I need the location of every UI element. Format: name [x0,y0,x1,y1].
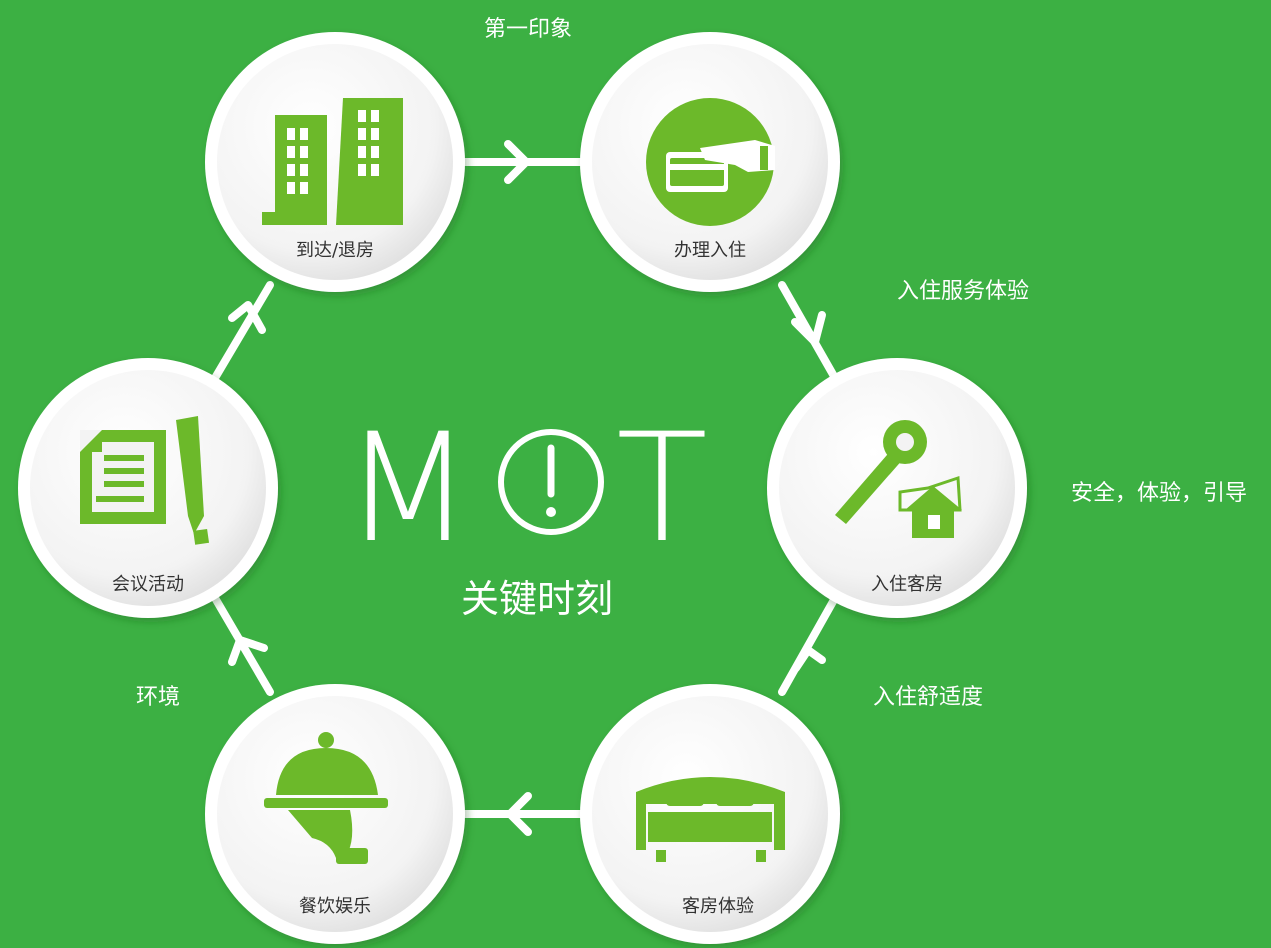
card-hand-icon [646,98,775,226]
node-arrival[interactable]: 到达/退房 [205,32,465,292]
arrow-head-arrival-checkin [504,140,530,184]
document-pen-icon [80,416,210,545]
key-house-icon [835,420,962,538]
connectors [211,140,839,836]
node-label-arrival: 到达/退房 [296,240,374,261]
center-title-t: T [616,402,708,576]
connector-room-experience [778,594,839,696]
edge-label-checkin-service: 入住服务体验 [897,279,1029,304]
arrow-head-meeting-arrival [228,301,266,334]
edge-label-safety: 安全，体验，引导 [1071,481,1247,506]
edge-label-first-impression: 第一印象 [484,17,572,42]
node-label-meeting: 会议活动 [112,574,184,595]
center-title: M T 关键时刻 [343,402,708,621]
center-title-m: M [343,402,472,576]
node-room-experience[interactable]: 客房体验 [580,684,840,944]
arrow-head-room-experience [792,646,826,672]
node-meeting[interactable]: 会议活动 [18,358,278,618]
node-label-room-entry: 入住客房 [871,574,943,595]
node-label-dining: 餐饮娱乐 [299,896,371,917]
arrow-head-experience-dining [506,792,532,836]
node-checkin[interactable]: 办理入住 [580,32,840,292]
node-label-checkin: 办理入住 [674,240,746,261]
node-label-room-experience: 客房体验 [682,896,754,917]
edge-label-environment: 环境 [136,685,180,710]
center-subtitle: 关键时刻 [461,577,613,621]
node-room-entry[interactable]: 入住客房 [767,358,1027,618]
cloche-icon [264,732,388,864]
connector-meeting-arrival [211,281,274,382]
bed-icon [636,777,785,862]
arrow-head-checkin-room [791,311,826,346]
exclaim-dot [546,507,556,517]
exclaim-circle [498,429,604,535]
node-dining[interactable]: 餐饮娱乐 [205,684,465,944]
arrow-head-dining-meeting [228,636,268,666]
buildings-icon [262,98,403,225]
edge-label-comfort: 入住舒适度 [873,685,983,710]
